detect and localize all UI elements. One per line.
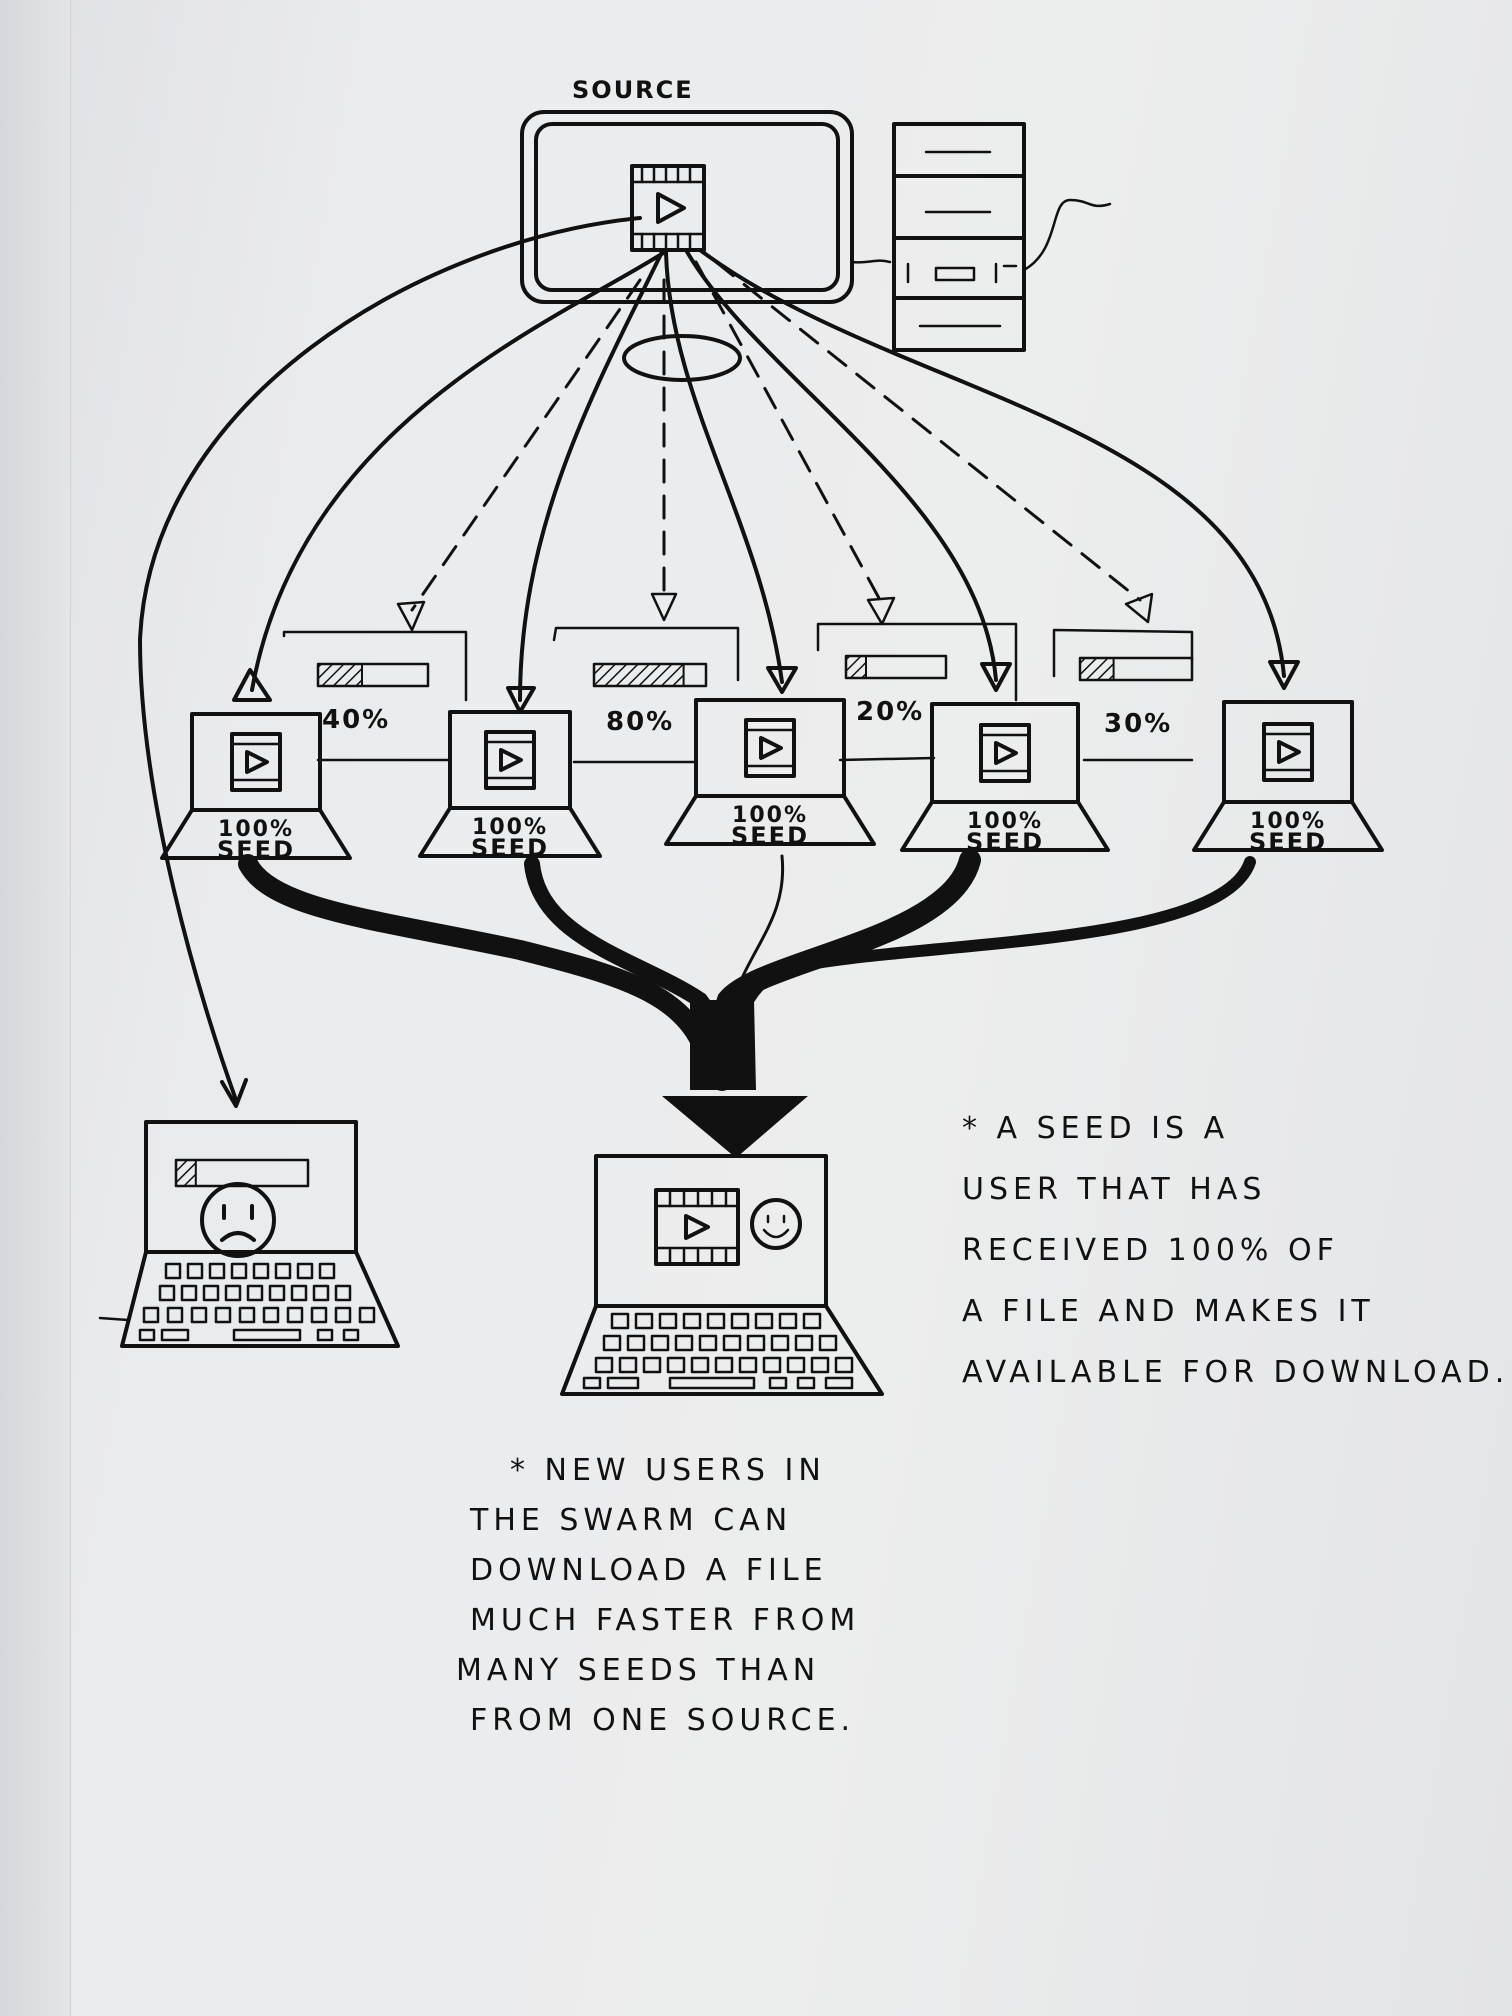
swarm-benefit-note: * New users in the swarm can download a … (456, 1446, 861, 1746)
seed-laptop: 100%SEED (900, 702, 1110, 856)
seed-label: SEED (471, 834, 549, 862)
seed-definition-note: * A seed is a user that has received 100… (962, 1098, 1509, 1403)
seed-video-icon (979, 723, 1031, 783)
seed-percent: 100% (732, 803, 808, 828)
notebook-binding-edge (0, 0, 71, 2016)
progress-bar-fill (317, 663, 363, 687)
progress-bar: 30% (1078, 656, 1194, 739)
server-tower (850, 122, 1112, 352)
progress-bar-fill (845, 655, 867, 679)
progress-label: 80% (606, 707, 674, 737)
note-line: * A seed is a (962, 1111, 1230, 1146)
source-monitor (520, 110, 854, 304)
seed-video-icon (484, 730, 536, 790)
seed-percent: 100% (218, 817, 294, 842)
seed-label: SEED (1249, 828, 1327, 856)
keyboard (582, 1312, 854, 1390)
note-line: from one source. (470, 1703, 856, 1738)
seed-laptop: 100%SEED (160, 712, 352, 864)
download-arrowhead (662, 1096, 808, 1158)
note-line: available for download. (962, 1355, 1510, 1390)
seed-label: SEED (966, 828, 1044, 856)
note-line: user that has (962, 1172, 1267, 1207)
seed-label: SEED (731, 822, 809, 850)
progress-bar-fill (593, 663, 685, 687)
distribution-hub (622, 334, 742, 382)
progress-bar: 80% (592, 662, 708, 737)
seed-laptop: 100%SEED (664, 698, 876, 850)
seed-percent: 100% (967, 809, 1043, 834)
progress-bar: 40% (316, 662, 430, 735)
seed-laptop: 100%SEED (1192, 700, 1384, 856)
progress-bar-fill (1079, 657, 1115, 681)
progress-bars: 40% 80% 20% 30% (316, 654, 1194, 739)
seed-video-icon (744, 718, 796, 778)
keyboard (138, 1262, 376, 1342)
note-line: the swarm can (470, 1503, 793, 1538)
progress-bar: 20% (844, 654, 948, 727)
note-line: received 100% of (962, 1233, 1339, 1268)
seed-laptop: 100%SEED (418, 710, 602, 862)
seed-percent: 100% (1250, 809, 1326, 834)
seed-video-icon (1262, 722, 1314, 782)
sad-face-icon (200, 1182, 276, 1258)
note-line: download a file (470, 1553, 828, 1588)
progress-label: 30% (1104, 709, 1172, 739)
progress-label: 20% (856, 697, 924, 727)
solid-transfer-arrows (138, 216, 1300, 1108)
note-line: many seeds than (456, 1653, 821, 1688)
happy-face-icon (750, 1198, 802, 1250)
note-line: much faster from (470, 1603, 861, 1638)
source-label: SOURCE (572, 76, 694, 104)
note-line: a file and makes it (962, 1294, 1375, 1329)
peer-connector-lines (282, 622, 1194, 764)
received-video-icon (654, 1188, 740, 1266)
progress-label: 40% (322, 705, 390, 735)
dashed-partial-arrows (396, 260, 1154, 632)
note-line: * New users in (510, 1453, 826, 1488)
seed-percent: 100% (472, 815, 548, 840)
slow-laptop (98, 1120, 400, 1348)
source-video-icon (630, 164, 706, 252)
seed-to-user-flows (238, 849, 1256, 1158)
seed-video-icon (230, 732, 282, 792)
fast-laptop (560, 1154, 884, 1396)
